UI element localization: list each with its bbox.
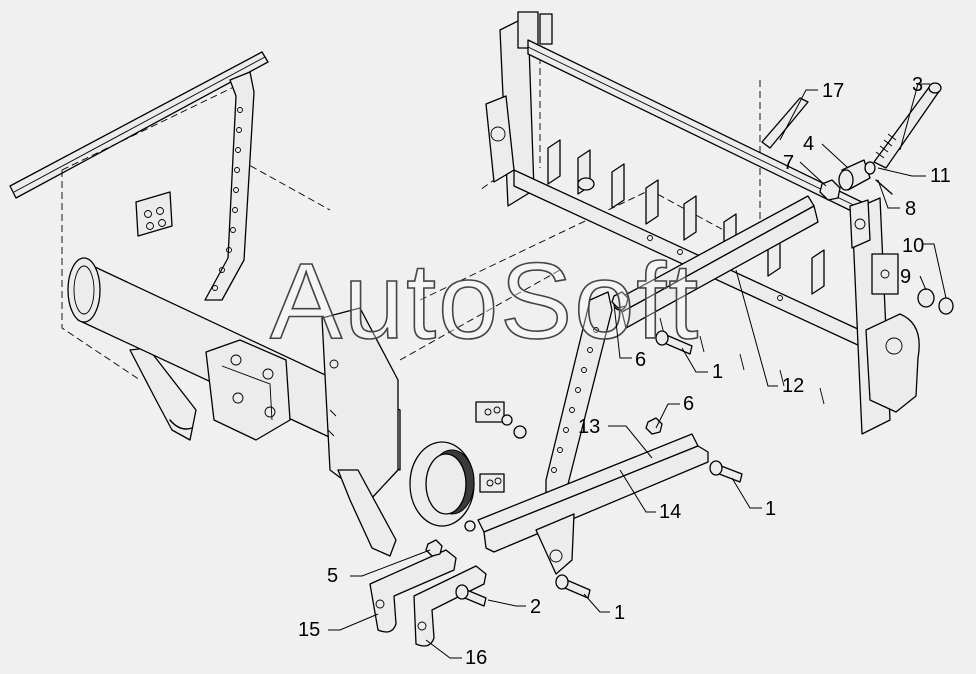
middle-perforated-bracket [545,291,613,505]
callout-8: 8 [905,198,916,220]
callout-3: 3 [912,74,923,96]
callout-6: 6 [635,349,646,371]
callout-9: 9 [900,266,911,288]
left-hitch-frame [9,51,331,441]
callout-5: 5 [327,565,338,587]
callout-4: 4 [803,133,814,155]
right-main-frame [399,11,920,435]
fasteners [425,82,954,607]
parts-13-14-plates [464,433,709,575]
callout-14: 14 [659,501,681,523]
leader-lines [328,83,947,659]
callout-10: 10 [902,235,924,257]
part-15-bracket [369,549,457,633]
callout-1: 1 [765,498,776,520]
callout-1: 1 [614,602,625,624]
callout-15: 15 [298,619,320,641]
callout-16: 16 [465,647,487,669]
callout-13: 13 [578,416,600,438]
callout-2: 2 [530,596,541,618]
callout-17: 17 [822,80,844,102]
watermark-text: AutoSoft [270,240,700,361]
main-beam [67,257,527,557]
callout-12: 12 [782,375,804,397]
callout-7: 7 [783,152,794,174]
part-16-bracket [413,565,487,647]
callout-11: 11 [930,165,951,187]
callout-6: 6 [683,393,694,415]
callout-1: 1 [712,361,723,383]
